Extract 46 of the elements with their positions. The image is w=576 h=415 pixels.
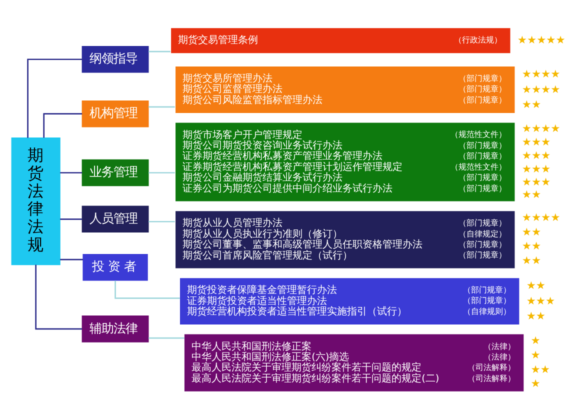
node-label: ★★★★: [522, 66, 560, 80]
node-label: ★★: [522, 224, 542, 238]
connector: [43, 112, 82, 138]
connector: [148, 336, 184, 338]
node-box: 机构管理: [82, 100, 149, 127]
connector: [148, 106, 175, 108]
node-label: ★★★: [522, 135, 551, 148]
node-label: ★★★★: [522, 210, 560, 224]
node-label: ★★★★★: [517, 32, 566, 46]
connector: [148, 50, 170, 52]
node-label: ★: [530, 376, 540, 390]
node-box: 期货交易所管理办法 （部门规章） 期货公司监督管理办法 （部门规章） 期货公司风险监管指标管理办法 （部门规章）: [176, 66, 515, 112]
node-label: ★★: [526, 309, 546, 322]
node-box: 投 资 者: [82, 253, 148, 280]
connector: [114, 280, 180, 298]
node-box: 辅助法律: [82, 315, 149, 342]
connector: [60, 218, 82, 220]
node-label: ★★★: [522, 162, 551, 175]
node-label: ★★: [522, 239, 542, 252]
node-box: 期货法律法规: [11, 136, 60, 265]
node-label: ★★: [522, 253, 542, 266]
node-label: ★★: [526, 278, 546, 292]
node-label: ★★: [522, 187, 542, 200]
node-box: 纲领指导: [82, 46, 149, 72]
node-label: ★★★: [526, 294, 556, 307]
node-label: ★: [530, 334, 540, 347]
node-box: 期货市场客户开户管理规定 （规范性文件） 期货公司期货投资咨询业务试行办法 （部门规章） 证券期货经营机构私募资产管理业务管理办法 （部门规章） 证券期货经营机构私募资产管理计划运作管理规定 （规范性文件） 期货公司金融期货结算业务试行办法 （部门规章） 证券公司为期货公司提供中间介绍业务试行办法 （部门规章）: [176, 122, 515, 201]
node-label: ★★★: [522, 174, 551, 188]
connector: [60, 258, 83, 260]
node-box: 期货交易管理条例 （行政法规）: [171, 28, 510, 53]
node-label: ★★★: [522, 148, 551, 162]
node-label: ★★: [530, 362, 550, 376]
node-box: 中华人民共和国刑法修正案 （法律） 中华人民共和国刑法修正案(六)摘选 （法律） 最高人民法院关于审理期货纠纷案件若干问题的规定 （司法解释） 最高人民法院关于审理期货纠纷案件若干问题的规定(二) （司法解释）: [184, 334, 524, 391]
node-box: 期货从业人员管理办法 （部门规章） 期货从业人员执业行为准则（修订） （自律规定） 期货公司董事、监事和高级管理人员任职资格管理办法 （部门规章） 期货公司首席风险官管理规定（试行） （部门规章）: [176, 210, 515, 268]
node-label: ★★: [522, 98, 542, 111]
connector: [27, 58, 82, 138]
connector: [35, 264, 82, 330]
node-label: ★★★★: [522, 82, 560, 96]
node-label: ★: [530, 348, 540, 361]
node-box: 业务管理: [82, 158, 149, 186]
node-label: ★★★★: [522, 122, 560, 135]
node-box: 期货投资者保障基金管理暂行办法 （部门规章） 证券期货投资者适当性管理办法 （部门规章） 期货经营机构投资者适当性管理实施指引（试行） （自律规则）: [180, 278, 520, 324]
node-box: 人员管理: [82, 205, 149, 232]
connector: [60, 172, 82, 173]
connector: [148, 172, 175, 173]
connector: [148, 220, 175, 222]
